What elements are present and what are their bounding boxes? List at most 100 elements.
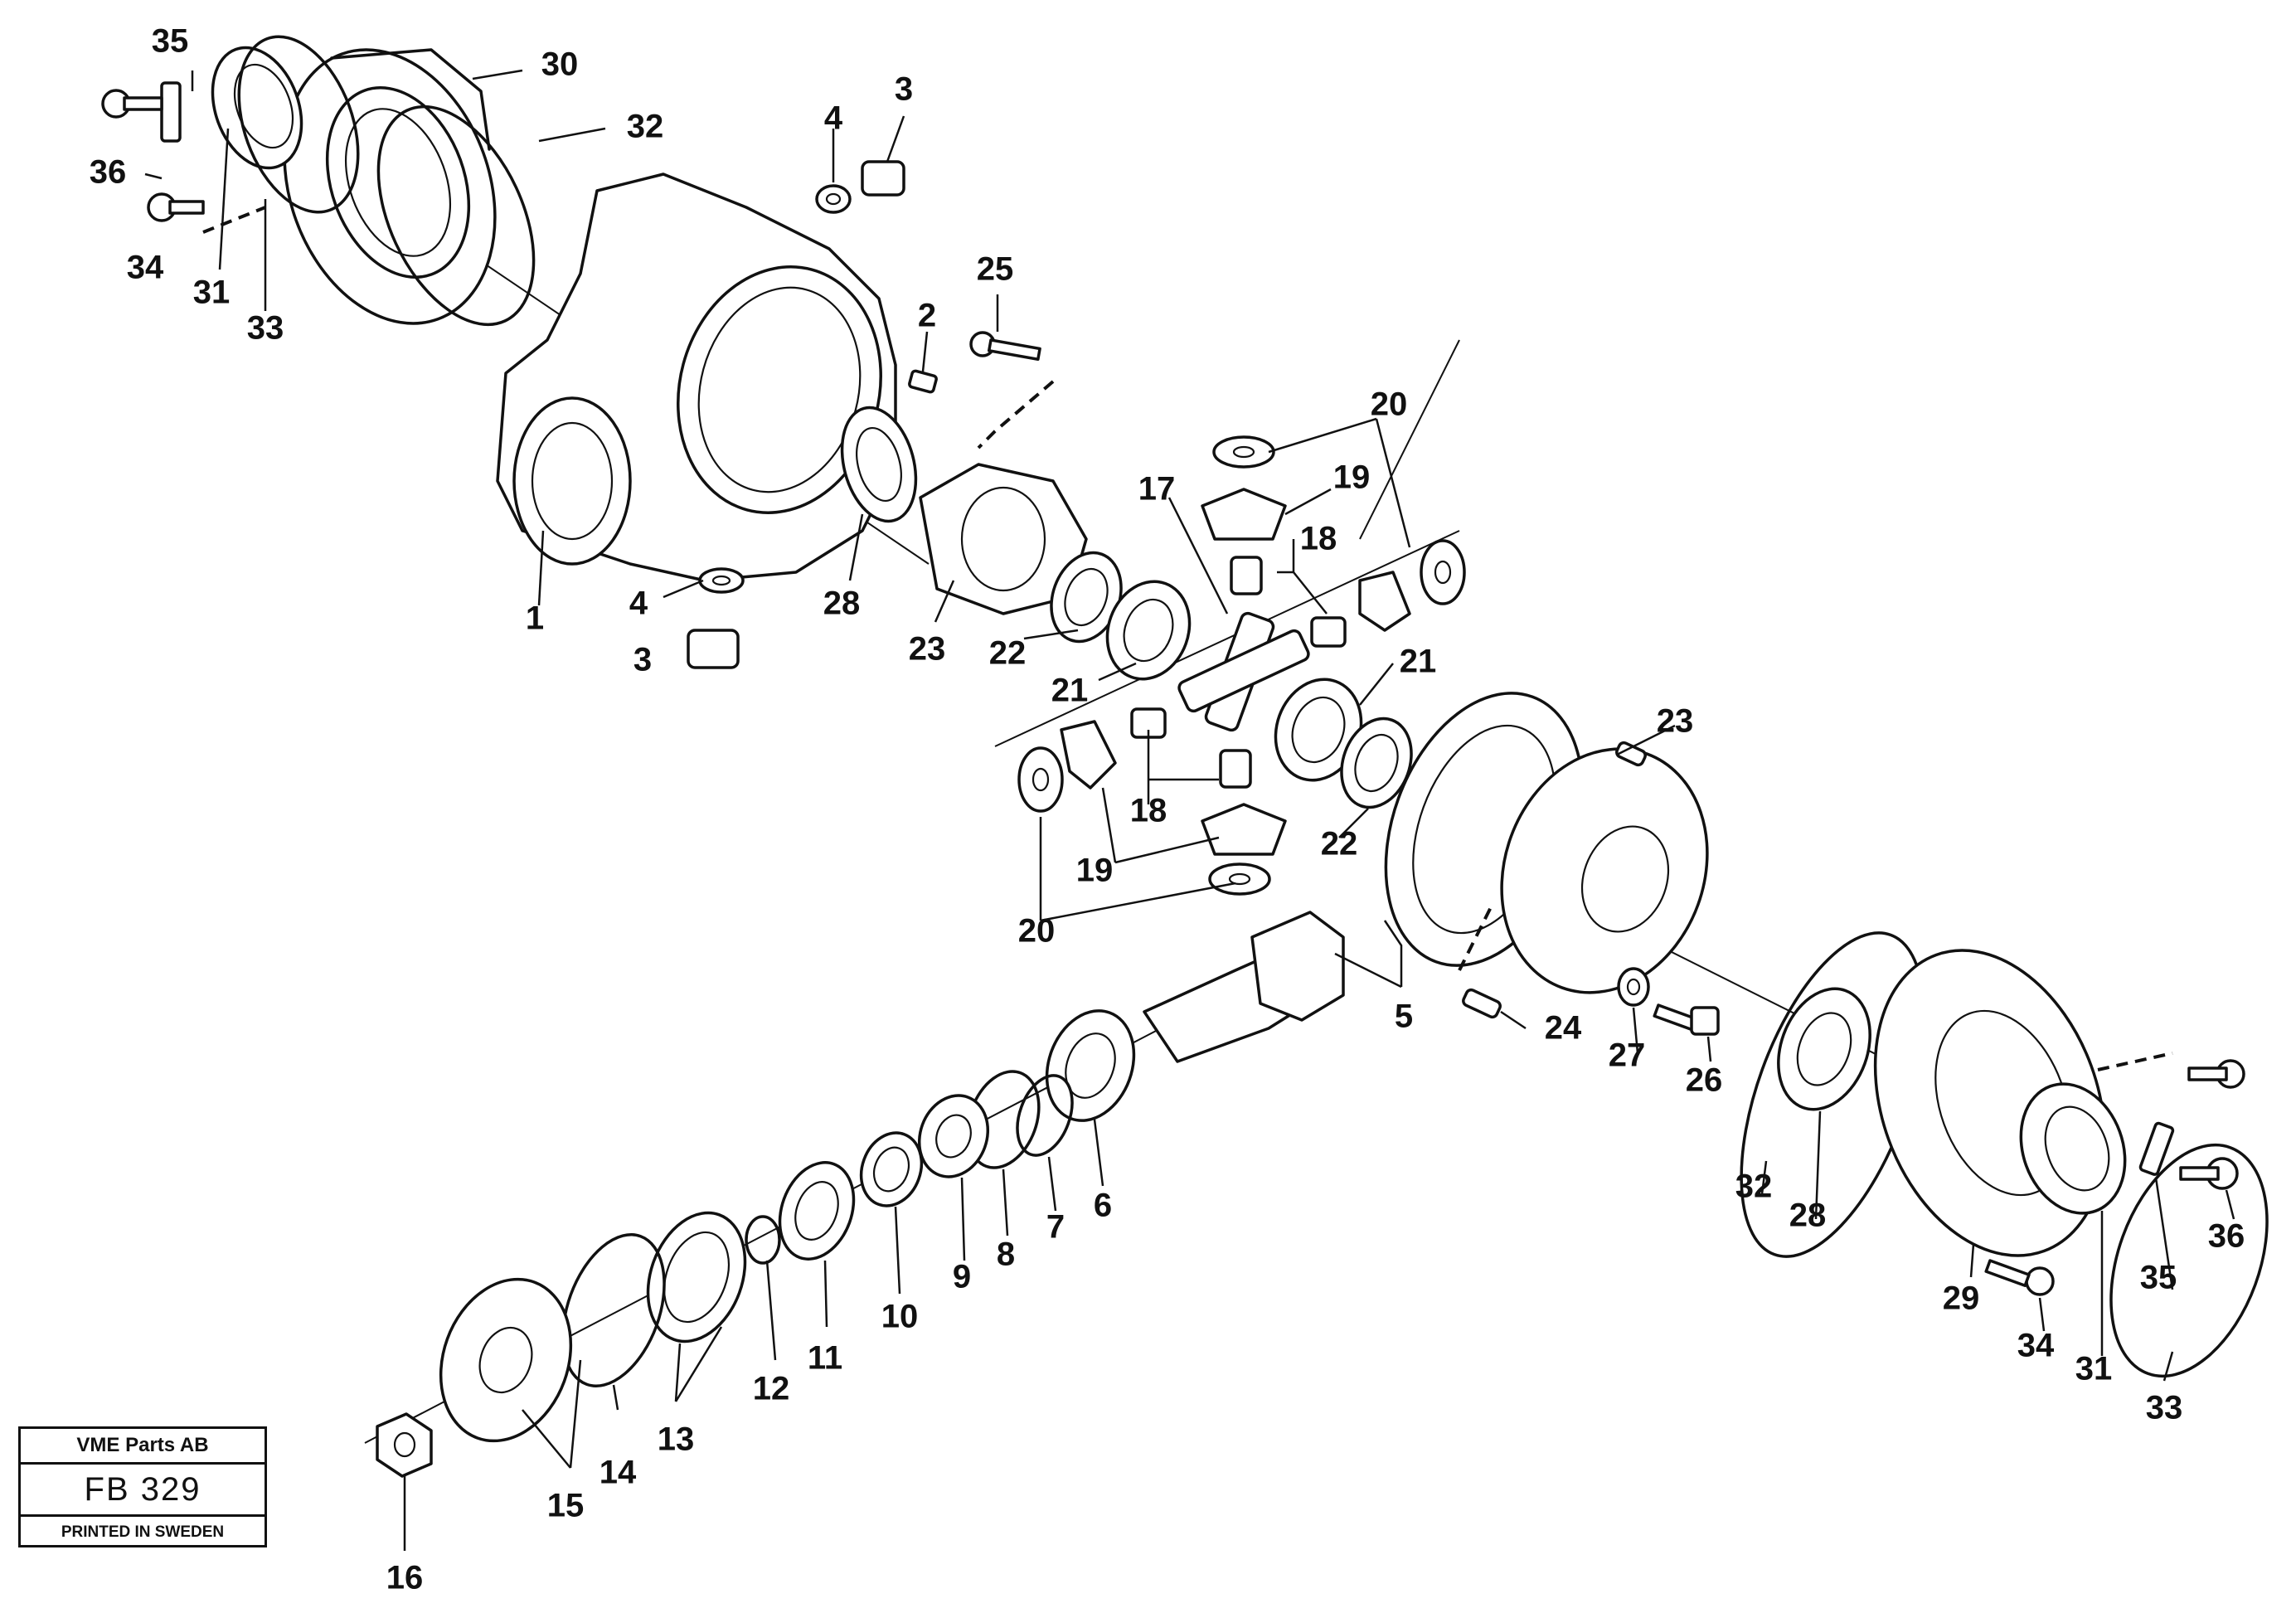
pinion-19-bottom xyxy=(1201,803,1287,856)
printed-note: PRINTED IN SWEDEN xyxy=(61,1523,225,1541)
dowel-pin-2 xyxy=(908,369,938,394)
shim-7 xyxy=(1016,1074,1074,1157)
lock-plate-35 xyxy=(160,81,182,143)
plug-3-bottom xyxy=(687,629,740,669)
screw-26 xyxy=(1653,1003,1720,1036)
pinion-19-left xyxy=(1060,720,1117,789)
label-35-right: 35 xyxy=(2140,1260,2177,1296)
label-32: 32 xyxy=(627,109,664,145)
pinion-19-top xyxy=(1201,488,1287,541)
left-bearing-housing-group xyxy=(101,35,536,327)
label-36-right: 36 xyxy=(2208,1218,2245,1255)
bearing-28-right xyxy=(1777,987,1871,1111)
leader-lines xyxy=(144,69,2235,1551)
label-8: 8 xyxy=(997,1236,1015,1273)
label-1: 1 xyxy=(526,600,544,637)
label-18-bottom: 18 xyxy=(1130,793,1167,829)
label-9: 9 xyxy=(953,1259,971,1295)
label-11: 11 xyxy=(808,1340,842,1377)
spacer-10 xyxy=(859,1131,924,1207)
bearing-11 xyxy=(778,1161,856,1261)
label-19: 19 xyxy=(1333,459,1371,496)
pin-24 xyxy=(1458,903,1502,1019)
label-7: 7 xyxy=(1046,1209,1065,1246)
label-22-right: 22 xyxy=(1321,826,1358,862)
label-28-right: 28 xyxy=(1789,1198,1827,1234)
spider-cross-17 xyxy=(1177,611,1310,732)
label-34: 34 xyxy=(127,250,164,286)
label-2: 2 xyxy=(918,298,936,334)
screw-34-right-top xyxy=(2097,1052,2245,1089)
screw-34-right xyxy=(1984,1259,2055,1296)
label-14: 14 xyxy=(599,1455,637,1491)
label-31: 31 xyxy=(193,275,231,311)
label-21: 21 xyxy=(1051,673,1089,709)
label-5: 5 xyxy=(1395,998,1413,1035)
label-21-right: 21 xyxy=(1400,644,1437,680)
washer-4-top xyxy=(815,184,852,214)
label-3-bottom: 3 xyxy=(633,642,652,678)
label-20: 20 xyxy=(1371,386,1408,423)
label-36: 36 xyxy=(90,154,127,191)
figure-code: FB 329 xyxy=(21,1465,265,1517)
label-35: 35 xyxy=(152,23,189,60)
drive-pinion-5 xyxy=(1143,911,1345,1063)
sleeve-18-right xyxy=(1310,616,1347,648)
side-gear-21-left xyxy=(1105,580,1192,681)
label-20-bottom: 20 xyxy=(1018,913,1056,950)
label-33-right: 33 xyxy=(2146,1390,2183,1426)
thrust-washer-20-bottom xyxy=(1208,862,1271,896)
bearing-housing-30 xyxy=(283,48,497,325)
bearing-6 xyxy=(1045,1009,1136,1122)
shim-33-right xyxy=(2109,1143,2269,1378)
bearing-28-left xyxy=(840,406,918,523)
thrust-washer-22-right xyxy=(1340,717,1413,809)
callout-labels: 35 30 32 36 34 31 33 4 3 25 2 1 4 3 28 2… xyxy=(90,23,2245,1596)
companion-flange-15 xyxy=(439,1277,573,1443)
washer-4-bottom xyxy=(698,567,745,594)
label-15: 15 xyxy=(547,1488,585,1524)
label-18: 18 xyxy=(1300,521,1337,557)
sleeve-18-bottom xyxy=(1219,749,1252,789)
label-3: 3 xyxy=(895,71,913,108)
screw-36-right xyxy=(2179,1157,2239,1190)
lock-plate-35-right xyxy=(2138,1121,2175,1176)
shim-33 xyxy=(237,35,360,214)
company-name: VME Parts AB xyxy=(21,1429,265,1465)
label-13: 13 xyxy=(658,1421,695,1458)
label-27: 27 xyxy=(1609,1037,1646,1074)
label-4-bottom: 4 xyxy=(629,585,648,622)
title-block: VME Parts AB FB 329 PRINTED IN SWEDEN xyxy=(18,1426,267,1547)
label-10: 10 xyxy=(881,1299,919,1335)
washer-27 xyxy=(1617,967,1650,1007)
label-23-right: 23 xyxy=(1657,703,1694,740)
bearing-ring-9 xyxy=(917,1094,990,1178)
thrust-washer-20-top xyxy=(1212,435,1275,469)
label-33: 33 xyxy=(247,310,284,347)
thrust-washer-20-right xyxy=(1420,539,1466,605)
o-ring-12 xyxy=(745,1215,781,1265)
label-29: 29 xyxy=(1943,1280,1980,1317)
label-31-right: 31 xyxy=(2075,1351,2113,1387)
differential-case-23-right xyxy=(1500,747,1709,994)
label-28: 28 xyxy=(823,585,861,622)
plug-3-top xyxy=(861,160,905,197)
dust-cover-14 xyxy=(561,1233,666,1387)
threaded-ring-31-right xyxy=(2019,1082,2127,1215)
seal-13 xyxy=(646,1211,747,1343)
sleeve-18-top xyxy=(1230,556,1263,595)
label-23: 23 xyxy=(909,631,946,668)
label-26: 26 xyxy=(1686,1062,1723,1099)
label-4: 4 xyxy=(824,100,843,137)
label-6: 6 xyxy=(1094,1188,1112,1224)
screw-36 xyxy=(101,89,163,119)
label-32-right: 32 xyxy=(1735,1168,1773,1205)
screw-34 xyxy=(147,192,205,222)
label-19-bottom: 19 xyxy=(1076,853,1114,889)
nut-16 xyxy=(376,1412,433,1478)
label-22: 22 xyxy=(989,635,1027,672)
thrust-washer-20-left xyxy=(1017,746,1064,813)
threaded-ring-31 xyxy=(211,46,303,170)
pinion-19-right xyxy=(1358,571,1411,632)
